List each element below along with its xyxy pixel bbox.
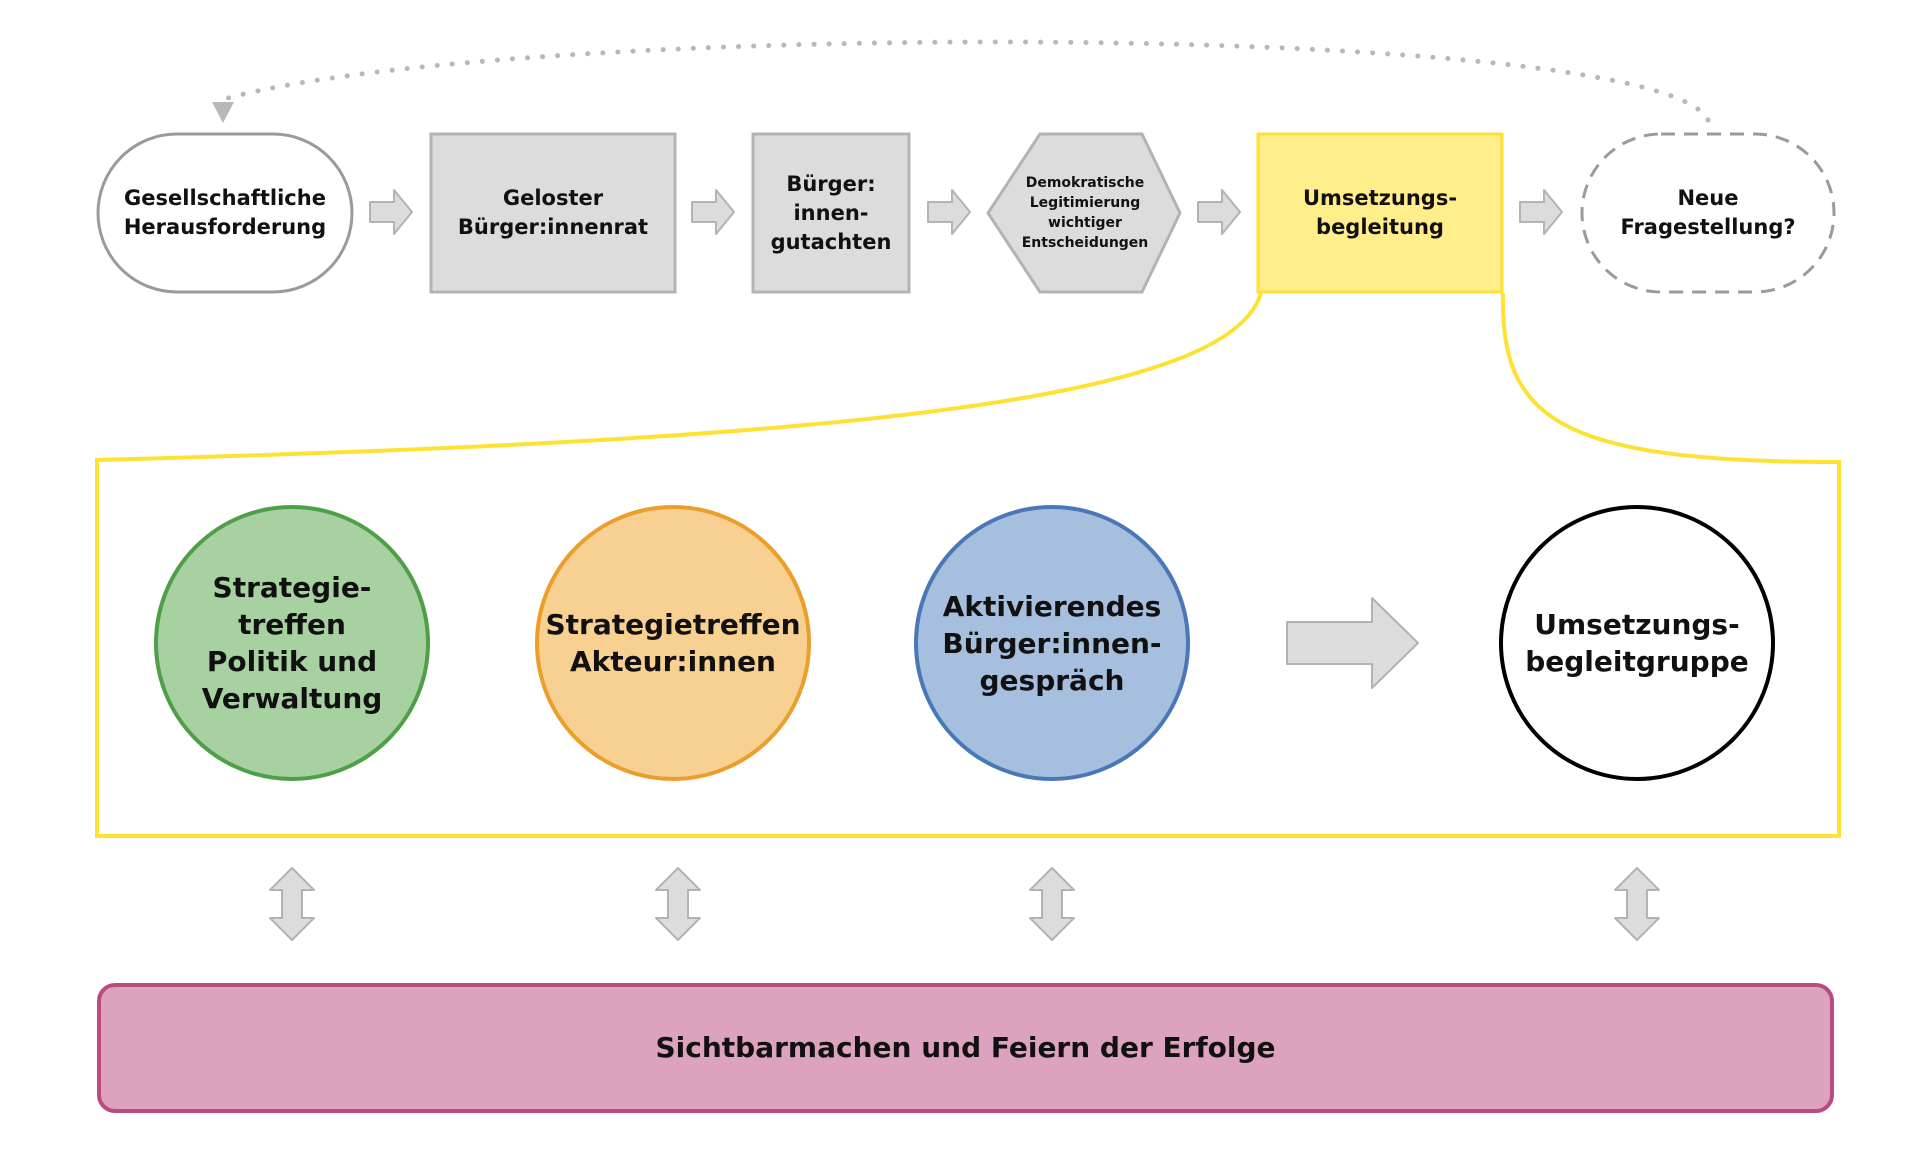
step-shape-legitimation: [986, 132, 1182, 294]
circle-label-group: Umsetzungs- begleitgruppe: [1525, 608, 1749, 678]
feedback-loop-arrow: [225, 39, 1711, 123]
double-arrow-2: [655, 867, 701, 941]
banner-shape: [97, 983, 1834, 1113]
step-shape-challenge: [96, 132, 354, 294]
circle-shape-group: [1499, 505, 1775, 781]
flow-arrow-2: [691, 189, 735, 235]
step-shape-implementation: [1256, 132, 1504, 294]
step-shape-new-question: [1580, 132, 1836, 294]
step-label-legitimation: Demokratische Legitimierung wichtiger En…: [1021, 175, 1149, 251]
circle-label-citizens: Aktivierendes Bürger:innen- gespräch: [942, 589, 1162, 697]
flow-arrow-1: [369, 189, 413, 235]
circle-shape-actors: [535, 505, 811, 781]
step-label-challenge: Gesellschaftliche Herausforderung: [123, 186, 327, 239]
step-label-citizens-report: Bürger: innen- gutachten: [770, 171, 892, 254]
flow-arrow-5: [1519, 189, 1563, 235]
double-arrow-3: [1029, 867, 1075, 941]
detail-flow-arrow: [1286, 597, 1419, 689]
banner-label: Sichtbarmachen und Feiern der Erfolge: [655, 1031, 1276, 1064]
feedback-arrowhead: [212, 102, 234, 123]
circle-shape-politics: [154, 505, 430, 781]
flow-arrow-4: [1197, 189, 1241, 235]
zoom-connector: [95, 292, 1841, 838]
circle-label-actors: Strategietreffen Akteur:innen: [545, 608, 801, 678]
double-arrow-4: [1614, 867, 1660, 941]
step-shape-citizens-council: [429, 132, 677, 294]
step-label-implementation: Umsetzungs- begleitung: [1302, 186, 1458, 239]
flow-arrow-3: [927, 189, 971, 235]
double-arrow-1: [269, 867, 315, 941]
circle-label-politics: Strategie- treffen Politik und Verwaltun…: [201, 571, 383, 715]
circle-shape-citizens: [914, 505, 1190, 781]
step-label-citizens-council: Geloster Bürger:innenrat: [457, 186, 649, 239]
step-label-new-question: Neue Fragestellung?: [1620, 186, 1796, 239]
step-shape-citizens-report: [751, 132, 911, 294]
